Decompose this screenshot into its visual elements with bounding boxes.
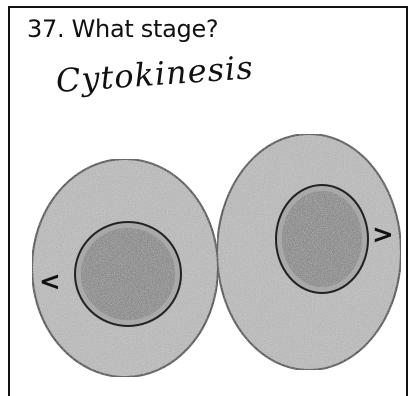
frame-left-border	[8, 6, 10, 396]
right-cell-nucleus	[276, 185, 368, 293]
left-daughter-cell	[32, 159, 218, 377]
right-arrow-icon: >	[372, 220, 394, 250]
question-text: 37. What stage?	[27, 15, 218, 43]
right-cell-chromatin	[282, 191, 362, 287]
frame-top-border	[8, 6, 408, 8]
left-arrow-icon: <	[39, 267, 61, 297]
right-daughter-cell	[217, 134, 401, 370]
frame-right-border	[406, 6, 408, 396]
left-cell-nucleus	[75, 222, 181, 326]
handwritten-answer: Cytokinesis	[55, 48, 255, 100]
left-cell-chromatin	[81, 228, 175, 320]
